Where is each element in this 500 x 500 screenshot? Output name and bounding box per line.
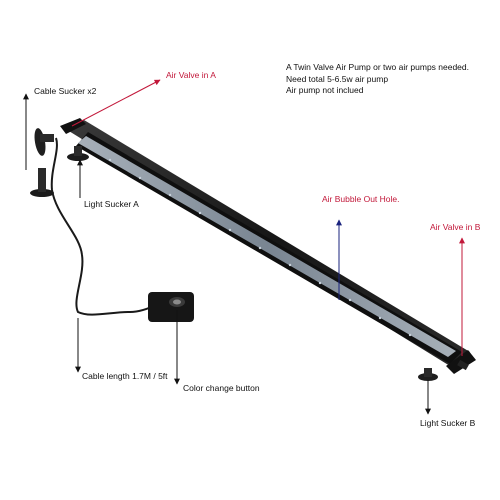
power-cable: [50, 137, 159, 316]
label-cable-sucker: Cable Sucker x2: [34, 86, 97, 96]
label-color-button: Color change button: [183, 383, 260, 393]
label-light-sucker-b: Light Sucker B: [420, 418, 476, 428]
notes-line-2: Need total 5-6.5w air pump: [286, 73, 389, 84]
led-light-bar: [60, 118, 476, 381]
light-sucker-a: [67, 146, 89, 161]
led-dots: [108, 158, 412, 337]
notes-line-3: Air pump not inclued: [286, 85, 364, 96]
controller-box: [148, 292, 194, 322]
arrow-air-valve-a: [71, 79, 161, 127]
label-air-bubble: Air Bubble Out Hole.: [322, 194, 400, 204]
label-cable-length: Cable length 1.7M / 5ft: [82, 371, 168, 381]
notes-line-1: A Twin Valve Air Pump or two air pumps n…: [286, 62, 470, 72]
notes-block: A Twin Valve Air Pump or two air pumps n…: [286, 62, 469, 97]
cable-sucker-bottom: [30, 168, 54, 197]
cable-sucker-top: [34, 128, 54, 156]
label-air-valve-b: Air Valve in B: [430, 222, 481, 232]
label-light-sucker-a: Light Sucker A: [84, 199, 139, 209]
label-air-valve-a: Air Valve in A: [166, 70, 216, 80]
